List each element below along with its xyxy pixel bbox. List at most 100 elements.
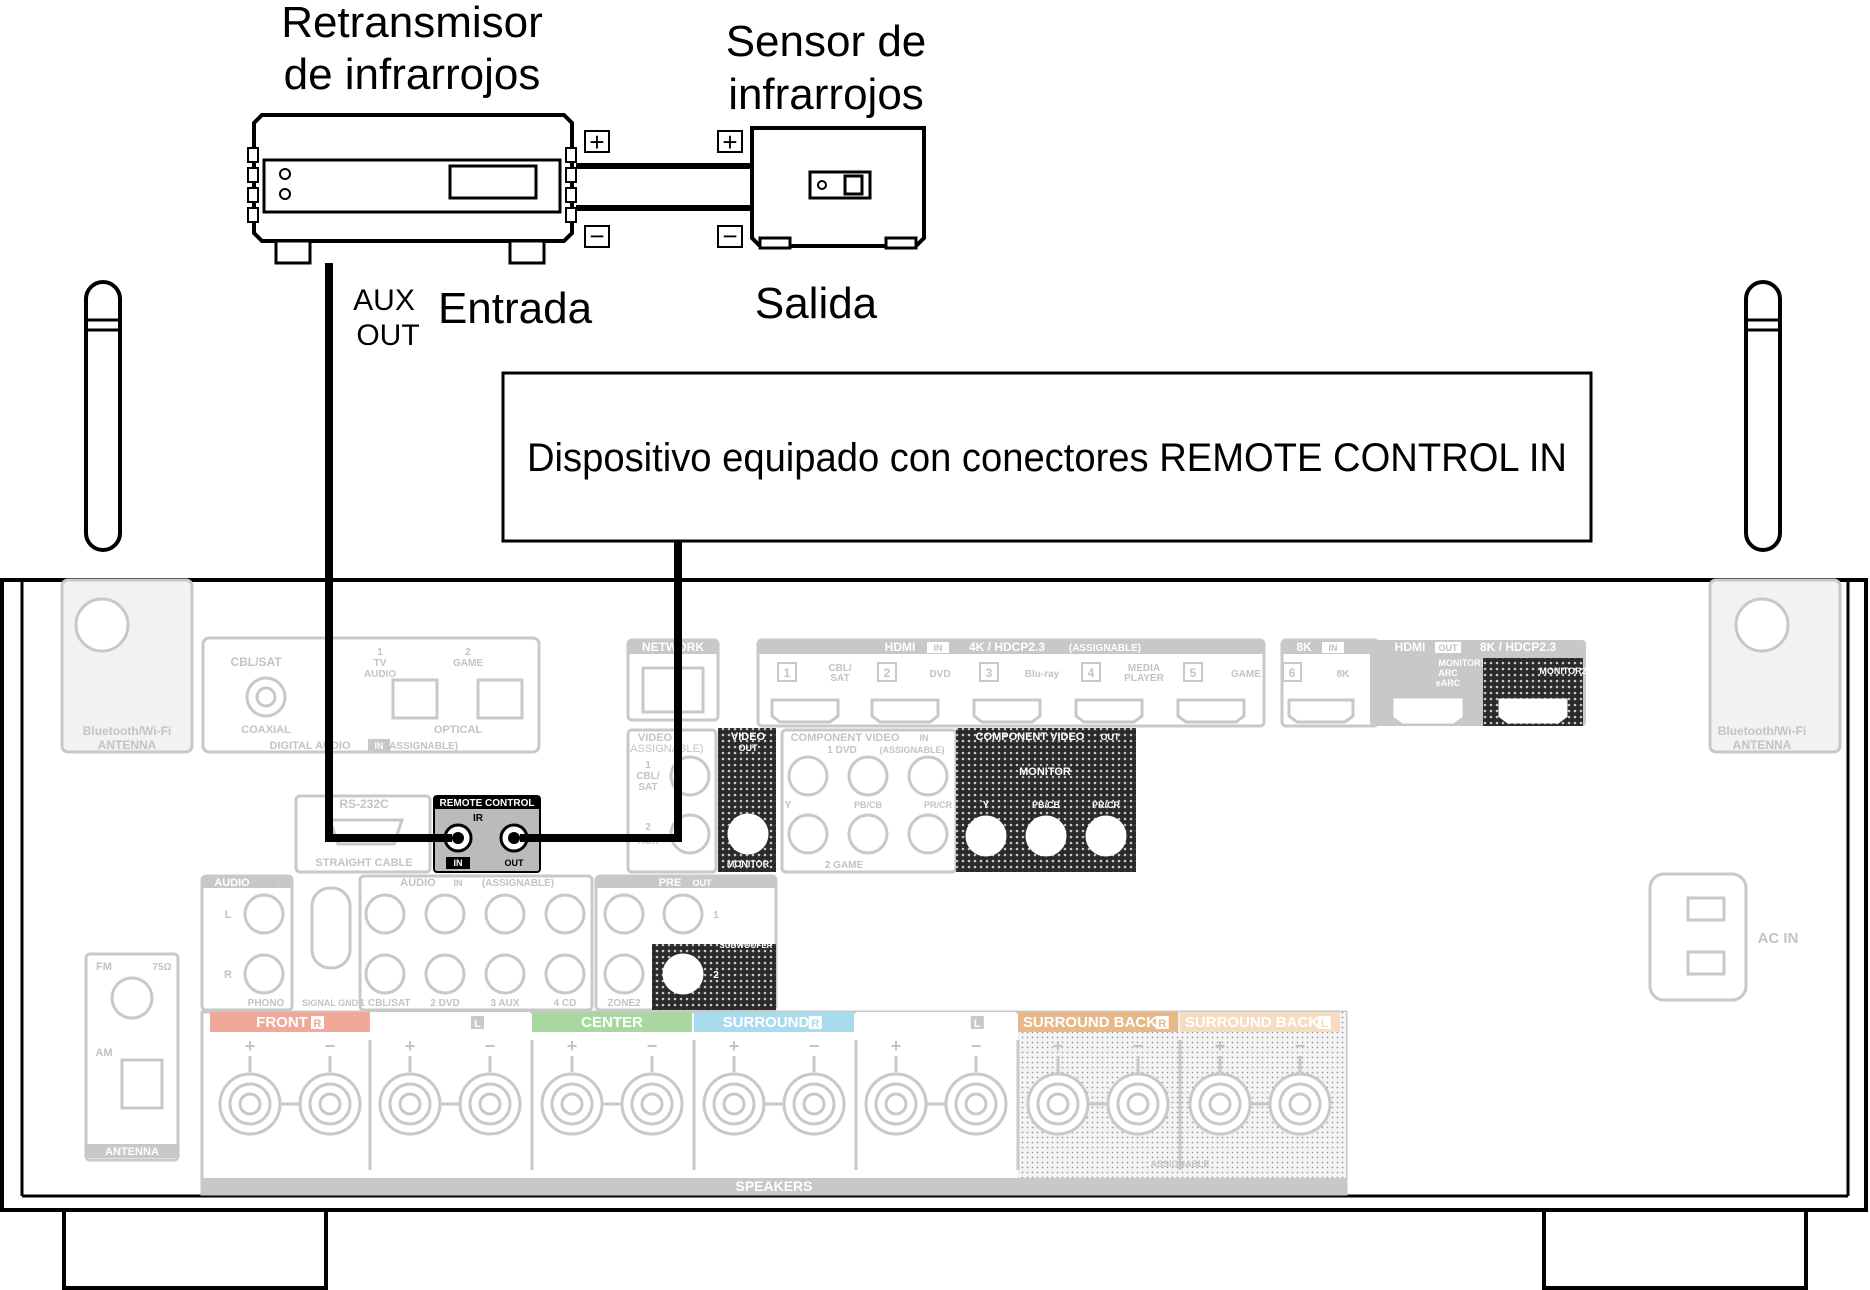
speaker-channel-label: FRONT bbox=[256, 1014, 308, 1031]
component-in-assignable: (ASSIGNABLE) bbox=[880, 745, 945, 755]
audio-in-phono: PHONO bbox=[248, 998, 285, 1009]
optical-audio-label: AUDIO bbox=[364, 669, 396, 680]
audio-in-assignable-tag: (ASSIGNABLE) bbox=[482, 878, 554, 889]
hdmi-port-num: 5 bbox=[1190, 666, 1197, 680]
speaker-terminal-core bbox=[478, 1092, 502, 1116]
speaker-side-label: L bbox=[974, 1018, 981, 1030]
component-video-section: COMPONENT VIDEO IN 1 DVD (ASSIGNABLE) Y … bbox=[780, 728, 1136, 874]
input-label: Entrada bbox=[438, 284, 593, 333]
hdmi-port-label: GAME bbox=[1231, 669, 1261, 680]
speaker-side-box bbox=[471, 1016, 484, 1029]
hdmi-port-label: MEDIA bbox=[1128, 663, 1160, 674]
speaker-channel-label: FRONT bbox=[416, 1014, 468, 1031]
audio-in-left-r: R bbox=[224, 969, 232, 981]
plus-marker-left: + bbox=[589, 127, 604, 157]
pre-out-title: PRE bbox=[659, 877, 682, 889]
hdmi-port-num-box bbox=[777, 662, 797, 682]
audio-jack-r bbox=[544, 953, 586, 995]
speaker-channel-label: SURROUND BACK bbox=[1023, 1014, 1157, 1031]
hdmi-port-num: 2 bbox=[884, 666, 891, 680]
video-in-2-num: 2 bbox=[645, 822, 651, 833]
speaker-side-box bbox=[970, 1016, 984, 1029]
speaker-terminal-core bbox=[238, 1092, 262, 1116]
audio-in-assignable-title: AUDIO bbox=[400, 877, 436, 889]
speaker-plus-sign: + bbox=[1215, 1036, 1226, 1056]
audio-jack-l bbox=[424, 893, 466, 935]
antenna-right: Bluetooth/Wi-Fi ANTENNA bbox=[1708, 280, 1842, 754]
speaker-minus-sign: − bbox=[971, 1036, 982, 1056]
speaker-side-label: R bbox=[1158, 1018, 1166, 1030]
antenna-left: Bluetooth/Wi-Fi ANTENNA bbox=[60, 280, 194, 754]
speaker-channel-header bbox=[1018, 1012, 1178, 1032]
ir-retransmitter-title-2: de infrarrojos bbox=[284, 50, 541, 99]
digital-audio-label: DIGITAL AUDIO bbox=[269, 740, 351, 752]
speaker-terminal-core bbox=[560, 1092, 584, 1116]
remote-control-in: IN bbox=[454, 858, 463, 868]
hdmi-port-label: CBL/ bbox=[828, 663, 852, 674]
polarity-markers: + − + − bbox=[584, 127, 743, 251]
speaker-side-label: R bbox=[314, 1018, 322, 1030]
remote-control-out: OUT bbox=[505, 858, 525, 868]
pre-out-sw1: 1 bbox=[713, 910, 719, 921]
antenna-right-label: Bluetooth/Wi-Fi bbox=[1718, 724, 1807, 738]
speaker-plus-sign: + bbox=[567, 1036, 578, 1056]
hdmi-port-connector bbox=[972, 698, 1042, 724]
speaker-side-label: R bbox=[811, 1018, 819, 1030]
audio-jack-l bbox=[484, 893, 526, 935]
hdmi-8k-label: 8K bbox=[1337, 669, 1351, 680]
hdmi-out-monitor1: MONITOR1 bbox=[1438, 658, 1485, 668]
ac-in-label: AC IN bbox=[1758, 930, 1799, 947]
ir-retransmitter-title-1: Retransmisor bbox=[281, 0, 543, 47]
video-in-sat-label: SAT bbox=[638, 782, 657, 793]
speaker-side-box bbox=[311, 1016, 324, 1029]
audio-in-assignable-badge: IN bbox=[454, 878, 463, 888]
component-in-y: Y bbox=[785, 800, 792, 811]
hdmi-port-label-2: PLAYER bbox=[1124, 673, 1164, 684]
speaker-terminal-core bbox=[318, 1092, 342, 1116]
speaker-channel-header bbox=[1180, 1012, 1340, 1032]
speaker-terminal-core bbox=[1046, 1092, 1070, 1116]
video-in-assignable: (ASSIGNABLE) bbox=[626, 743, 703, 755]
sensor-wires bbox=[576, 163, 752, 211]
speaker-channel-label: SURROUND bbox=[885, 1014, 972, 1031]
audio-in-left-badge: IN bbox=[266, 878, 275, 888]
ir-sensor-title-1: Sensor de bbox=[726, 17, 927, 66]
hdmi-8k-in-section: 8K IN 6 8K bbox=[1280, 638, 1380, 728]
remote-control-cables bbox=[325, 263, 682, 842]
rs232c-cable: STRAIGHT CABLE bbox=[315, 857, 412, 869]
fm-am-antenna-section: FM 75Ω AM ANTENNA bbox=[84, 952, 180, 1162]
speaker-channel-label: CENTER bbox=[581, 1014, 643, 1031]
plus-marker-right: + bbox=[722, 127, 737, 157]
video-section: VIDEO (ASSIGNABLE) 1 CBL/ SAT 2 AUX VIDE… bbox=[626, 728, 776, 874]
antenna-right-label-2: ANTENNA bbox=[1733, 738, 1792, 752]
hdmi-port-num-box bbox=[877, 662, 897, 682]
hdmi-out-arc: ARC bbox=[1438, 668, 1458, 678]
speakers-assignable: ASSIGNABLE bbox=[1150, 1159, 1209, 1169]
hdmi-out-earc: eARC bbox=[1436, 678, 1461, 688]
hdmi-port-connector bbox=[770, 698, 840, 724]
speaker-minus-sign: − bbox=[1295, 1036, 1306, 1056]
pre-out-sw2: 2 bbox=[713, 970, 719, 981]
remote-device-label: Dispositivo equipado con conectores REMO… bbox=[527, 436, 1567, 480]
hdmi-8k-title: 8K bbox=[1296, 640, 1312, 654]
speaker-minus-sign: − bbox=[1133, 1036, 1144, 1056]
component-out-pr: PR/CR bbox=[1092, 800, 1121, 810]
network-label: NETWORK bbox=[642, 640, 704, 654]
fm-label: FM bbox=[96, 961, 112, 973]
speaker-terminal-core bbox=[802, 1092, 826, 1116]
video-out-monitor: MONITOR bbox=[727, 859, 770, 869]
hdmi-port-label: Blu-ray bbox=[1025, 669, 1060, 680]
hdmi-port-connector bbox=[1176, 698, 1246, 724]
fm-ohm: 75Ω bbox=[152, 962, 171, 973]
audio-jack-r bbox=[424, 953, 466, 995]
optical-label: OPTICAL bbox=[434, 724, 483, 736]
ir-retransmitter: Retransmisor de infrarrojos bbox=[247, 0, 577, 265]
coaxial-cbl-sat-label: CBL/SAT bbox=[230, 655, 282, 669]
digital-audio-assignable: (ASSIGNABLE) bbox=[386, 741, 458, 752]
hdmi-in-spec: 4K / HDCP2.3 bbox=[969, 640, 1045, 654]
component-in-game: 2 GAME bbox=[825, 860, 864, 871]
video-in-cbl-label: CBL/ bbox=[636, 771, 660, 782]
